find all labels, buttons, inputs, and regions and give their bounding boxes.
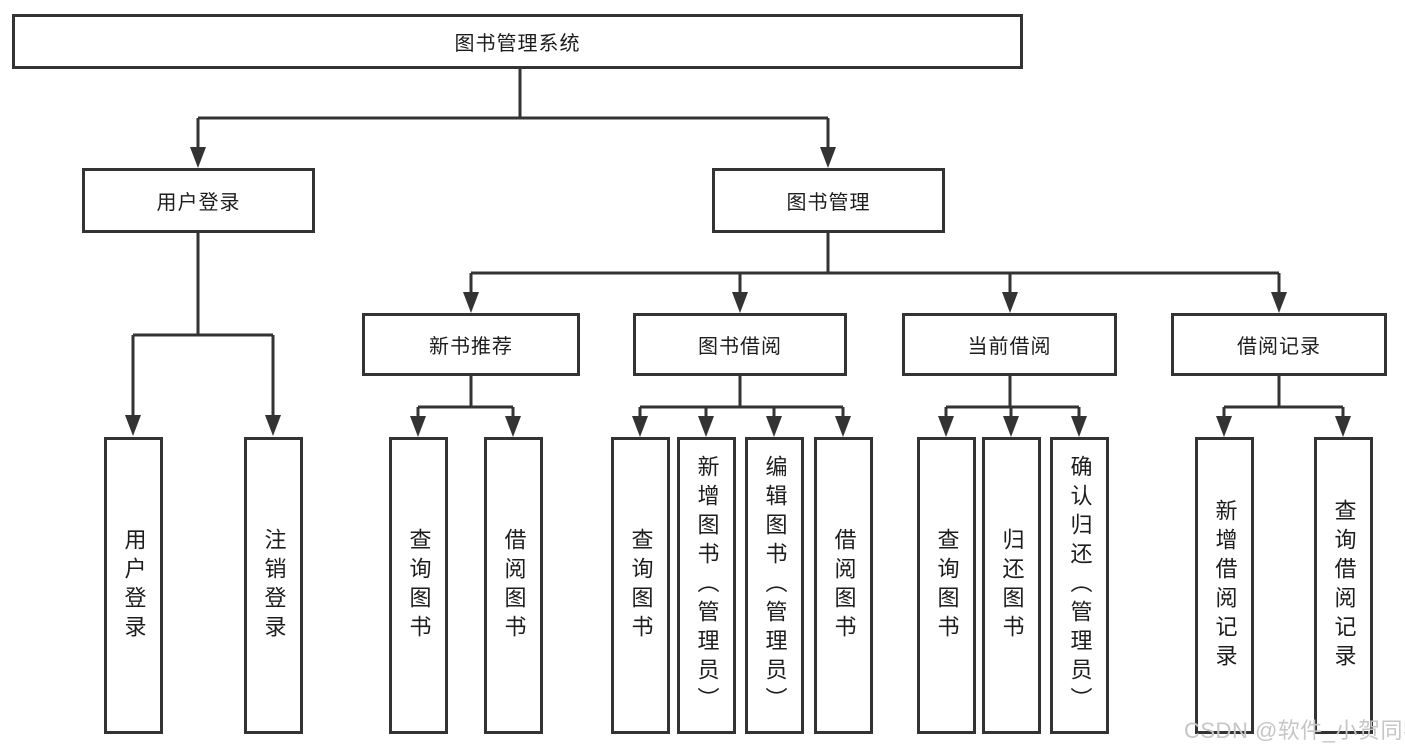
leaf-borrow-books: 借阅图书	[814, 437, 873, 734]
leaf-edit-books-admin: 编辑图书（管理员）	[745, 437, 804, 734]
leaf-confirm-return-admin: 确认归还（管理员）	[1050, 437, 1109, 734]
leaf-add-books-admin: 新增图书（管理员）	[677, 437, 736, 734]
node-current-borrow: 当前借阅	[902, 313, 1117, 376]
node-borrow-records: 借阅记录	[1171, 313, 1387, 376]
leaf-borrow-query-books: 查询图书	[611, 437, 670, 734]
leaf-user-login: 用户登录	[104, 437, 163, 734]
node-book-borrow: 图书借阅	[633, 313, 847, 376]
leaf-recommend-query-books: 查询图书	[389, 437, 448, 734]
node-user-login: 用户登录	[82, 168, 315, 233]
leaf-query-borrow-record: 查询借阅记录	[1314, 437, 1373, 734]
node-book-management: 图书管理	[712, 168, 945, 233]
leaf-return-books: 归还图书	[982, 437, 1041, 734]
leaf-add-borrow-record: 新增借阅记录	[1195, 437, 1254, 734]
connector-lines	[131, 69, 1345, 431]
csdn-watermark: CSDN @软件_小贺同学	[1184, 718, 1405, 743]
leaf-recommend-borrow-books: 借阅图书	[484, 437, 543, 734]
node-new-book-recommend: 新书推荐	[362, 313, 580, 376]
node-root: 图书管理系统	[12, 14, 1023, 69]
arrowheads	[125, 147, 1351, 437]
leaf-current-query-books: 查询图书	[917, 437, 976, 734]
leaf-logout: 注销登录	[244, 437, 303, 734]
